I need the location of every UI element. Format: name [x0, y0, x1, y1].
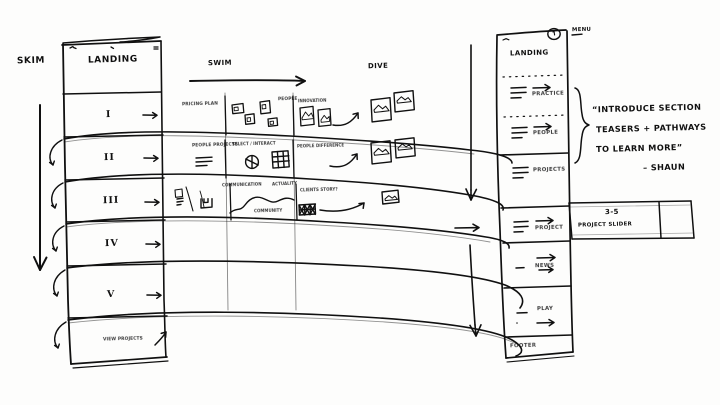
row-1-dive-connector [332, 112, 359, 127]
row-numeral-5: V [106, 288, 116, 301]
row-1-dive-cards [370, 90, 415, 123]
column-header-landing: LANDING [87, 54, 138, 66]
swim-right-arrow [189, 75, 306, 87]
view-projects-arrow [154, 331, 167, 346]
section-label-landing: LANDING [509, 48, 549, 58]
row-2-dive-cards [370, 137, 416, 165]
row-1-swim-label-3: INNOVATION [297, 97, 327, 104]
right-nav-marks [502, 38, 510, 41]
swim-column-dividers [224, 92, 297, 311]
skim-hook-arrows [48, 139, 67, 349]
slider-count-label: 3-5 [604, 207, 620, 217]
section-label-practice: PRACTICE [531, 90, 565, 98]
annotation-line-1: “INTRODUCE SECTION [591, 101, 702, 115]
swim-cell-dividers [224, 95, 298, 221]
section-label-projects: PROJECTS [532, 166, 566, 174]
right-dotted-separators [502, 74, 568, 118]
left-grid-row-rules [63, 134, 168, 319]
swim-lane-ghost-curves [63, 135, 515, 344]
view-projects-label[interactable]: VIEW PROJECTS [102, 336, 143, 343]
project-slider-callout-ghost [569, 204, 694, 236]
annotation-attribution: – SHAUN [642, 161, 686, 173]
row-3-dive-connector [319, 202, 365, 212]
row-numeral-1: I [105, 108, 112, 121]
menu-circle-icon [547, 27, 583, 41]
landing-nav-marks [69, 45, 159, 50]
row-1-swim-thumbnails [231, 100, 332, 128]
menu-label: MENU [571, 26, 592, 34]
row-3-dive-cards [381, 189, 400, 205]
swim-lane-curves [63, 131, 524, 357]
skim-axis-label: SKIM [16, 55, 46, 67]
landing-header-rule [62, 91, 162, 95]
row-1-swim-label-1: PRICING PLAN [181, 101, 219, 108]
section-label-footer: FOOTER [509, 342, 537, 350]
section-label-news: NEWS [534, 262, 555, 270]
annotation-brace [574, 87, 590, 164]
right-flow-arrow-upper [465, 44, 478, 201]
section-label-play: PLAY [536, 305, 554, 313]
annotation-line-3: TO LEARN MORE” [595, 141, 683, 155]
annotation-line-2: TEASERS + PATHWAYS [595, 121, 707, 135]
right-flow-arrow-lower [469, 244, 482, 337]
section-label-people: PEOPLE [532, 129, 559, 137]
right-section-arrows [532, 83, 556, 327]
row-numeral-4: IV [104, 237, 119, 250]
column-header-dive: DIVE [367, 61, 389, 71]
row-1-swim-label-2: PEOPLE [277, 96, 298, 103]
section-label-project: PROJECT [534, 224, 564, 232]
right-page-outline [495, 29, 575, 363]
column-header-swim: SWIM [207, 58, 233, 68]
project-slider-callout-box [568, 200, 695, 240]
row-arrows [142, 111, 162, 300]
right-section-rules [499, 152, 573, 338]
row-3-swim-content [174, 186, 317, 216]
skim-down-arrow [33, 104, 48, 271]
row-2-swim-content [195, 150, 290, 170]
row-numeral-2: II [103, 151, 115, 164]
right-section-line-glyphs [510, 86, 529, 324]
row-numeral-3: III [102, 194, 120, 207]
right-flow-arrow-horizontal [454, 223, 480, 232]
row-2-dive-connector [329, 153, 358, 168]
row-3-swim-label-2: COMMUNITY [253, 207, 283, 214]
